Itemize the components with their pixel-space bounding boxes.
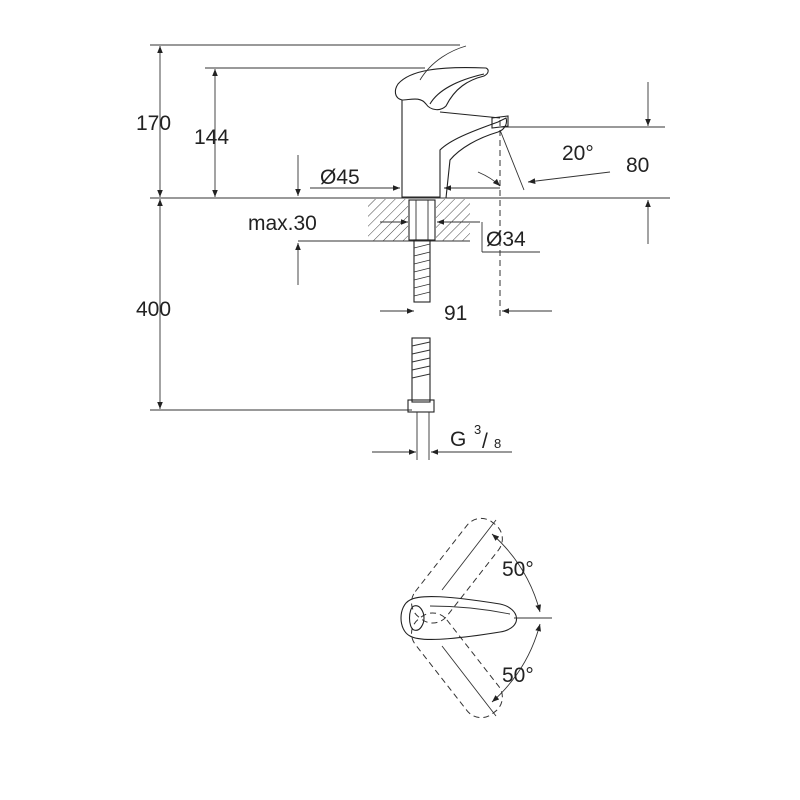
- countertop-section-left: [368, 199, 408, 241]
- lever-handle: [394, 67, 489, 111]
- dimension-lines: [157, 46, 651, 455]
- rotation-lower-50: 50°: [502, 664, 534, 687]
- faucet-top-view: [400, 517, 552, 719]
- countertop-section-right: [436, 199, 470, 241]
- dim-hole-diameter: Ø34: [486, 228, 526, 251]
- threaded-rod: [413, 239, 431, 303]
- dim-outlet-diameter: Ø45: [320, 166, 360, 189]
- upper-angle-ray: [441, 519, 497, 591]
- dim-max-thickness: max.30: [248, 212, 317, 235]
- dim-spout-reach-80: 80: [626, 154, 649, 177]
- rod-threads: [413, 243, 431, 297]
- dim-reach-91: 91: [444, 302, 467, 325]
- dim-height-170: 170: [136, 112, 171, 135]
- upper-angle-arc: [491, 533, 541, 613]
- supply-hose-pipe: [411, 337, 431, 403]
- hose-threads: [411, 341, 431, 379]
- hose-nut: [407, 399, 435, 413]
- faucet-body: [401, 100, 508, 199]
- dim-thread-numerator: 3: [474, 422, 481, 437]
- mounting-shank: [408, 199, 436, 241]
- dim-thread-slash: /: [482, 430, 488, 453]
- dim-spout-angle: 20°: [562, 142, 594, 165]
- handle-inner-mark: [408, 605, 425, 631]
- lever-raised-outline: [419, 45, 467, 81]
- dim-height-144: 144: [194, 126, 229, 149]
- handle-top-outline: [400, 595, 518, 641]
- rotation-upper-50: 50°: [502, 558, 534, 581]
- spout-tip: [491, 115, 509, 129]
- lower-angle-arc: [491, 623, 541, 703]
- dim-thread-denominator: 8: [494, 436, 501, 451]
- lower-angle-ray: [441, 645, 497, 717]
- faucet-side-view: [150, 44, 670, 460]
- dim-hose-length-400: 400: [136, 298, 171, 321]
- dim-thread-g: G: [450, 428, 466, 451]
